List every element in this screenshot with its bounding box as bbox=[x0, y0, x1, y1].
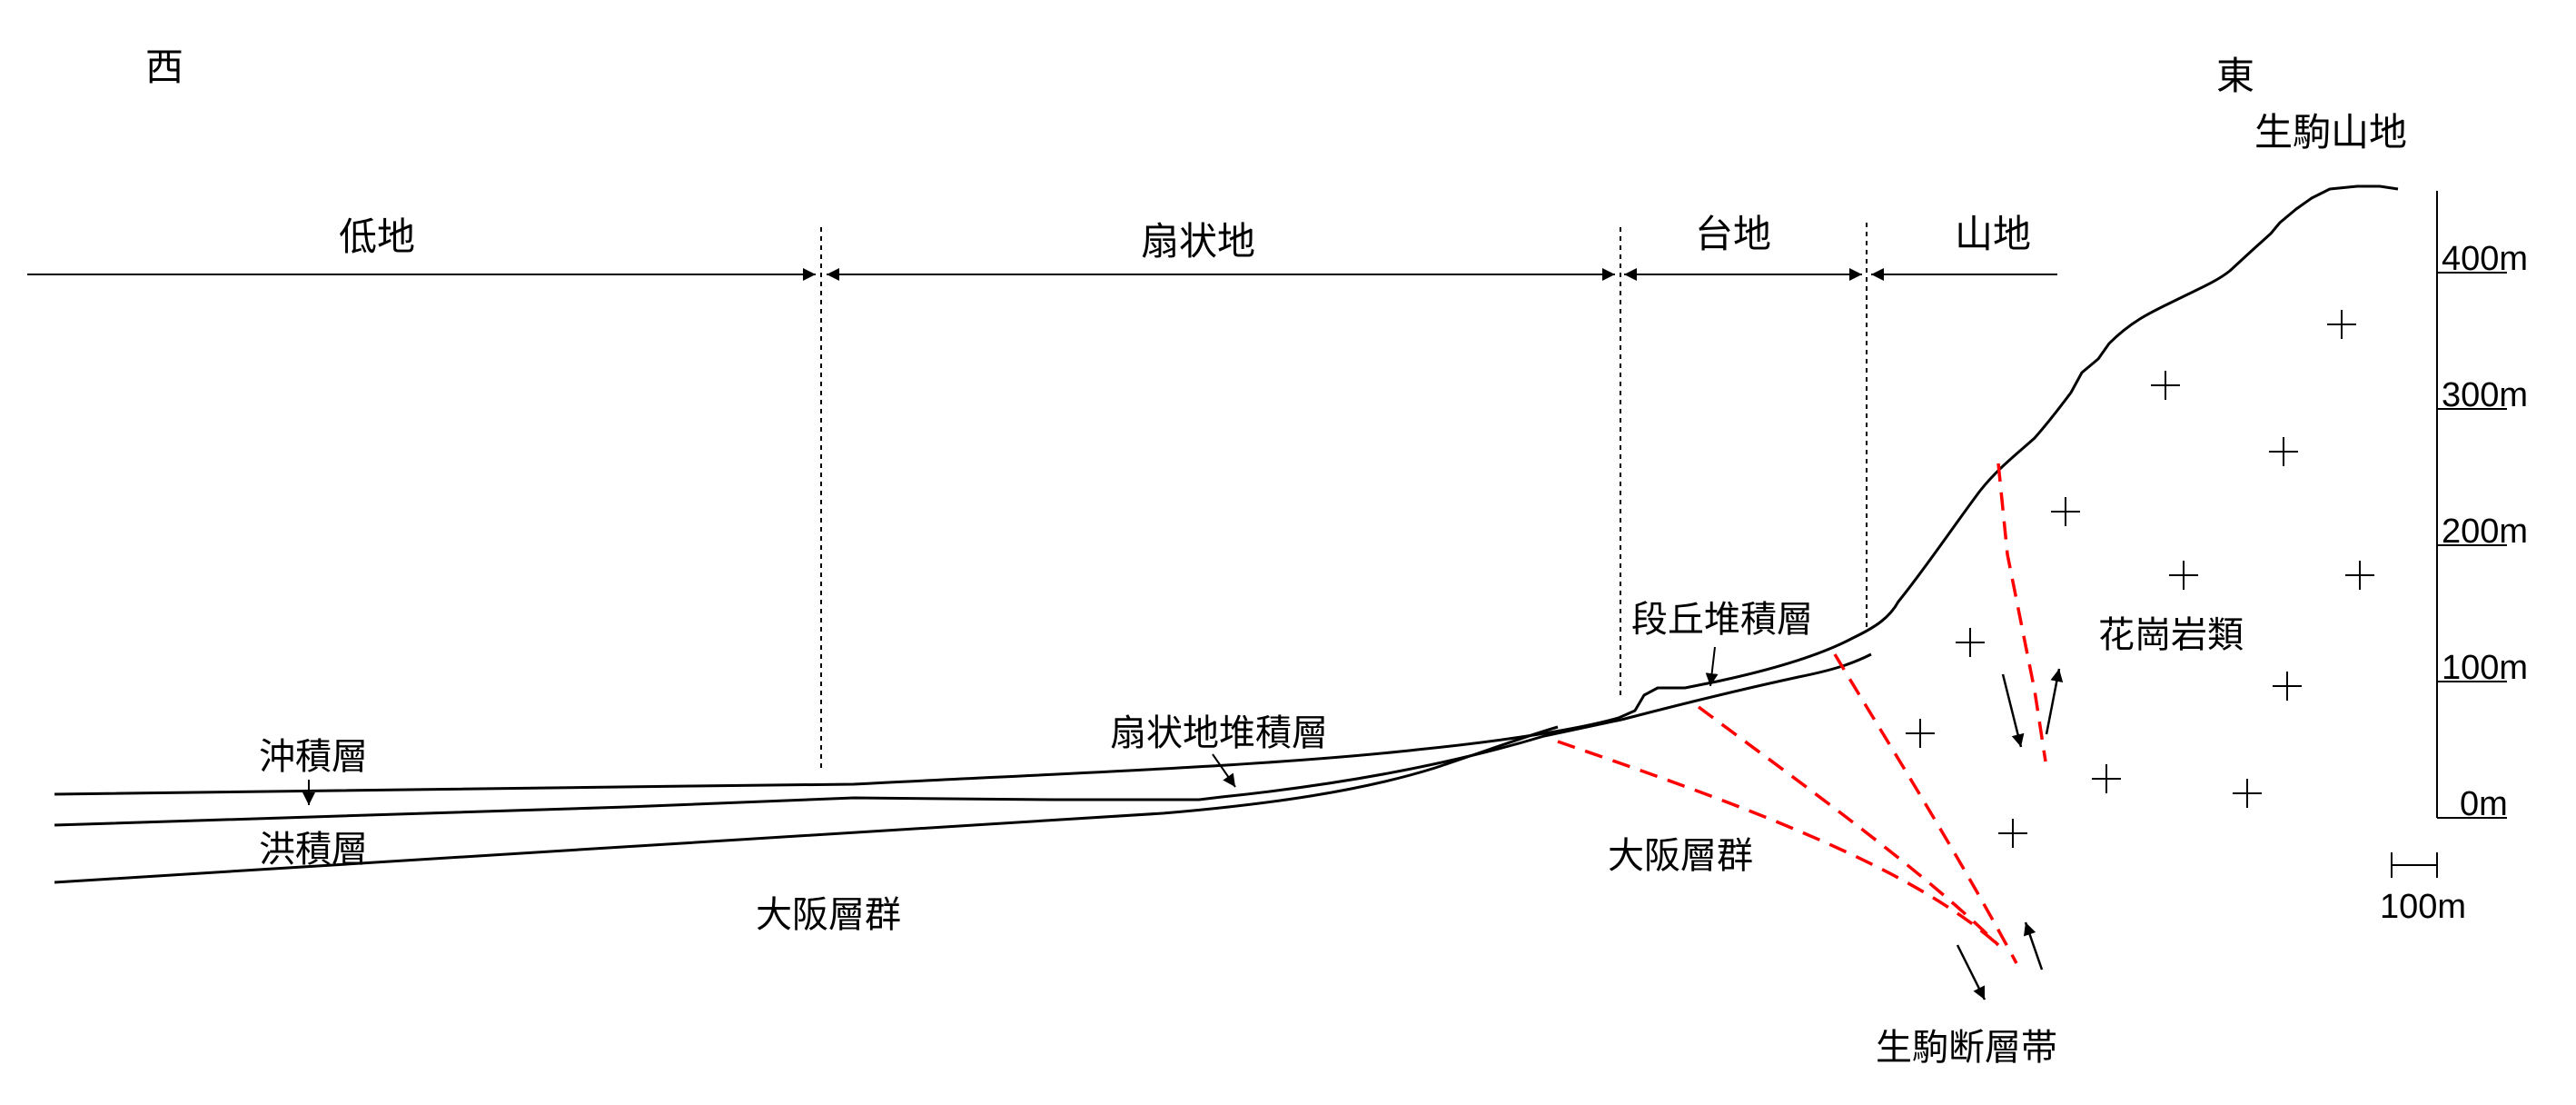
granite-cross bbox=[2169, 561, 2198, 590]
ground-surface bbox=[54, 184, 2399, 796]
elevation-tick-label: 300m bbox=[2442, 376, 2528, 414]
osaka-group-label-west: 大阪層群 bbox=[756, 894, 901, 936]
mountain-name: 生駒山地 bbox=[2254, 110, 2407, 154]
osaka-group-label-east: 大阪層群 bbox=[1608, 835, 1753, 877]
granite-cross bbox=[2151, 371, 2180, 400]
up-arrow-upper bbox=[2045, 668, 2064, 735]
elevation-tick-label: 200m bbox=[2442, 513, 2528, 551]
fault-lines bbox=[1557, 463, 2047, 964]
diluvium-base bbox=[54, 725, 1559, 884]
elevation-tick-label: 0m bbox=[2460, 785, 2508, 823]
granite-cross bbox=[2051, 497, 2080, 526]
granite-label: 花崗岩類 bbox=[2098, 614, 2244, 656]
geologic-lines bbox=[54, 184, 2399, 884]
granite-cross bbox=[1998, 819, 2027, 848]
fan-deposit-pointer bbox=[1212, 753, 1236, 788]
down-arrow-lower bbox=[1956, 944, 1986, 1000]
granite-cross bbox=[2345, 561, 2374, 590]
granite-cross bbox=[2327, 310, 2356, 339]
elevation-tick-label: 100m bbox=[2442, 649, 2528, 687]
zone-label-fan: 扇状地 bbox=[1141, 219, 1255, 264]
fault-line-4 bbox=[1996, 463, 2047, 762]
west-label: 西 bbox=[145, 45, 183, 89]
east-label: 東 bbox=[2216, 54, 2254, 98]
horizontal-scale-label: 100m bbox=[2380, 888, 2466, 926]
fault-line-2 bbox=[1697, 705, 2000, 947]
zone-boundaries bbox=[820, 223, 1868, 771]
alluvium-base bbox=[54, 718, 1622, 827]
granite-cross bbox=[2269, 437, 2298, 466]
horizontal-scale bbox=[2391, 852, 2438, 878]
diluvium-label: 洪積層 bbox=[259, 829, 368, 871]
granite-cross bbox=[2273, 672, 2302, 701]
fault-line-3 bbox=[1833, 653, 2018, 964]
up-arrow-lower bbox=[2023, 921, 2044, 971]
terrace-deposit-label: 段丘堆積層 bbox=[1631, 599, 1813, 641]
granite-cross bbox=[2233, 779, 2262, 808]
granite-cross bbox=[1906, 719, 1935, 748]
granite-cross bbox=[1956, 628, 1985, 657]
granite-symbols bbox=[1906, 310, 2374, 848]
elevation-scale: 0m 100m 200m 300m 400m bbox=[2436, 191, 2528, 823]
fault-zone-label: 生駒断層帯 bbox=[1876, 1027, 2057, 1069]
alluvium-label: 沖積層 bbox=[259, 736, 368, 778]
zone-label-lowland: 低地 bbox=[339, 214, 415, 259]
zone-label-terrace: 台地 bbox=[1695, 212, 1771, 256]
terrace-deposit-pointer bbox=[1705, 646, 1719, 687]
zone-label-mountain: 山地 bbox=[1955, 212, 2031, 256]
granite-cross bbox=[2092, 764, 2121, 793]
fault-motion-arrows bbox=[1956, 668, 2064, 1000]
elevation-tick-label: 400m bbox=[2442, 240, 2528, 278]
fan-deposit-label: 扇状地堆積層 bbox=[1110, 712, 1328, 754]
fan-deposit-base bbox=[1620, 652, 1872, 722]
down-arrow-upper bbox=[2001, 673, 2025, 748]
fault-line-1 bbox=[1557, 740, 2000, 947]
